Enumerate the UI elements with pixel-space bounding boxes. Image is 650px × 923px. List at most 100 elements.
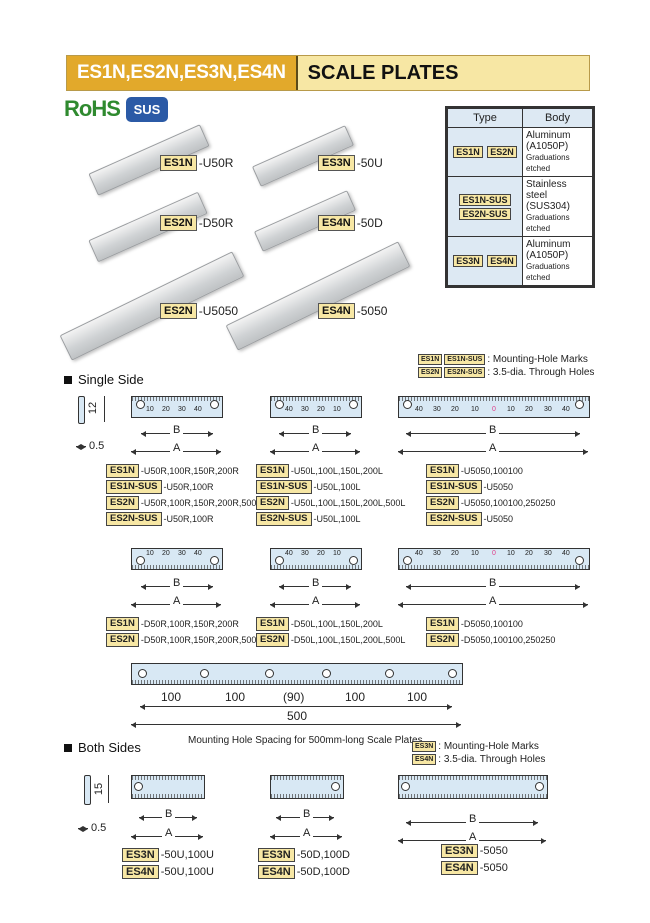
- product-code: ES2N: [160, 303, 197, 319]
- model-code: ES1N: [256, 617, 289, 631]
- spacing-segment: 100: [222, 690, 249, 704]
- ruler-ticks: [399, 565, 589, 569]
- table-row: ES1N ES2N Aluminum (A1050P) Graduations …: [447, 127, 593, 177]
- ruler-number: 40: [562, 550, 570, 557]
- model-code: ES1N: [106, 617, 139, 631]
- ruler-number: 30: [433, 550, 441, 557]
- legend-single-side: ES1N ES1N-SUS : Mounting-Hole Marks ES2N…: [418, 353, 594, 379]
- model-code: ES4N: [441, 860, 478, 875]
- legend-text: : 3.5-dia. Through Holes: [487, 367, 595, 378]
- mounting-hole: [401, 782, 410, 791]
- offset-dim-line: [78, 826, 88, 832]
- spacing-segment: 100: [404, 690, 431, 704]
- product-suffix: -5050: [356, 304, 388, 318]
- model-code: ES4N: [122, 864, 159, 879]
- model-sizes: -U5050,100100: [460, 466, 523, 476]
- legend-text: : Mounting-Hole Marks: [487, 354, 588, 365]
- ruler-single-u-center: 40 30 20 10 0 10 20 30 40: [398, 396, 590, 418]
- product-code: ES2N: [160, 215, 197, 231]
- title-bar: ES1N,ES2N,ES3N,ES4N SCALE PLATES: [66, 55, 590, 91]
- title-codes: ES1N,ES2N,ES3N,ES4N: [67, 56, 298, 90]
- dim-a-label: A: [486, 442, 500, 454]
- ruler-ticks: [132, 565, 222, 569]
- dim-b-label: B: [309, 424, 323, 436]
- model-code: ES1N-SUS: [106, 480, 162, 494]
- mounting-hole: [200, 669, 209, 678]
- ruler-single-d-center: 40 30 20 10 0 10 20 30 40: [398, 548, 590, 570]
- ruler-number: 40: [194, 406, 202, 413]
- dim-b-label: B: [170, 577, 184, 589]
- model-code: ES1N: [426, 617, 459, 631]
- type-tag: ES3N: [453, 255, 483, 267]
- product-label: ES3N -50U: [318, 155, 383, 171]
- mounting-hole: [403, 556, 412, 565]
- model-sizes: -5050: [479, 861, 508, 874]
- ruler-ticks: [271, 565, 361, 569]
- mounting-hole: [322, 669, 331, 678]
- model-list-both-center: ES3N-5050 ES4N-5050: [441, 842, 508, 876]
- mounting-hole: [385, 669, 394, 678]
- type-tag: ES1N-SUS: [459, 193, 511, 206]
- page-title: SCALE PLATES: [307, 61, 459, 84]
- mounting-hole: [275, 556, 284, 565]
- side-view-both: [84, 775, 91, 805]
- legend-tag: ES1N: [418, 354, 443, 365]
- product-suffix: -U50R: [198, 156, 234, 170]
- model-code: ES2N: [106, 496, 139, 510]
- legend-both-sides: ES3N : Mounting-Hole Marks ES4N : 3.5-di…: [412, 740, 545, 766]
- mounting-hole: [210, 556, 219, 565]
- section-heading-single-side: Single Side: [64, 372, 144, 387]
- dim-a-label: A: [466, 831, 480, 843]
- ruler-number: 20: [451, 550, 459, 557]
- model-sizes: -U5050,100100,250250: [460, 498, 556, 508]
- product-label: ES1N -U50R: [160, 155, 233, 171]
- model-sizes: -U50L,100L: [313, 514, 361, 524]
- offset-label: 0.5: [86, 440, 108, 452]
- legend-text: : 3.5-dia. Through Holes: [438, 754, 546, 765]
- model-sizes: -50U,100U: [160, 865, 214, 878]
- ruler-single-u-l: 40 30 20 10: [270, 396, 362, 418]
- ruler-ticks-bottom: [132, 794, 204, 798]
- model-sizes: -U50L,100L,150L,200L,500L: [290, 498, 406, 508]
- model-sizes: -D5050,100100,250250: [460, 635, 556, 645]
- product-code: ES3N: [318, 155, 355, 171]
- model-code: ES1N: [106, 464, 139, 478]
- model-sizes: -50D,100D: [296, 865, 350, 878]
- model-list-u-r: ES1N-U50R,100R,150R,200R ES1N-SUS-U50R,1…: [106, 463, 263, 527]
- body-grade: (A1050P): [526, 141, 569, 152]
- ruler-number: 30: [301, 550, 309, 557]
- legend-tag: ES3N: [412, 741, 437, 752]
- product-code: ES1N: [160, 155, 197, 171]
- model-sizes: -U50R,100R,150R,200R,500R: [140, 498, 263, 508]
- model-list-u-l: ES1N-U50L,100L,150L,200L ES1N-SUS-U50L,1…: [256, 463, 405, 527]
- mounting-hole: [138, 669, 147, 678]
- ruler-number: 30: [178, 406, 186, 413]
- ruler-number: 40: [415, 406, 423, 413]
- ruler-single-d-l: 40 30 20 10: [270, 548, 362, 570]
- model-code: ES2N: [256, 496, 289, 510]
- product-suffix: -U5050: [198, 304, 239, 318]
- ruler-number: 20: [525, 406, 533, 413]
- ruler-number: 40: [415, 550, 423, 557]
- dim-b-label: B: [170, 424, 184, 436]
- model-list-d-center: ES1N-D5050,100100 ES2N-D5050,100100,2502…: [426, 616, 555, 648]
- body-material: Aluminum: [526, 239, 571, 250]
- spacing-dim-line: [140, 704, 452, 710]
- product-code: ES4N: [318, 303, 355, 319]
- model-code: ES2N: [256, 633, 289, 647]
- model-sizes: -5050: [479, 844, 508, 857]
- product-label: ES2N -U5050: [160, 303, 238, 319]
- model-code: ES2N-SUS: [256, 512, 312, 526]
- ruler-number: 30: [544, 550, 552, 557]
- ruler-ticks-bottom: [399, 794, 547, 798]
- model-code: ES3N: [258, 847, 295, 862]
- table-row: ES1N-SUS ES2N-SUS Stainless steel (SUS30…: [447, 176, 593, 237]
- ruler-ticks: [399, 397, 589, 401]
- legend-tag: ES1N-SUS: [444, 354, 486, 365]
- dim-b-label: B: [486, 577, 500, 589]
- side-view-single: [78, 396, 85, 424]
- ruler-number: 30: [301, 406, 309, 413]
- section-heading-both-sides: Both Sides: [64, 740, 141, 755]
- model-code: ES1N: [256, 464, 289, 478]
- spacing-segment: 100: [342, 690, 369, 704]
